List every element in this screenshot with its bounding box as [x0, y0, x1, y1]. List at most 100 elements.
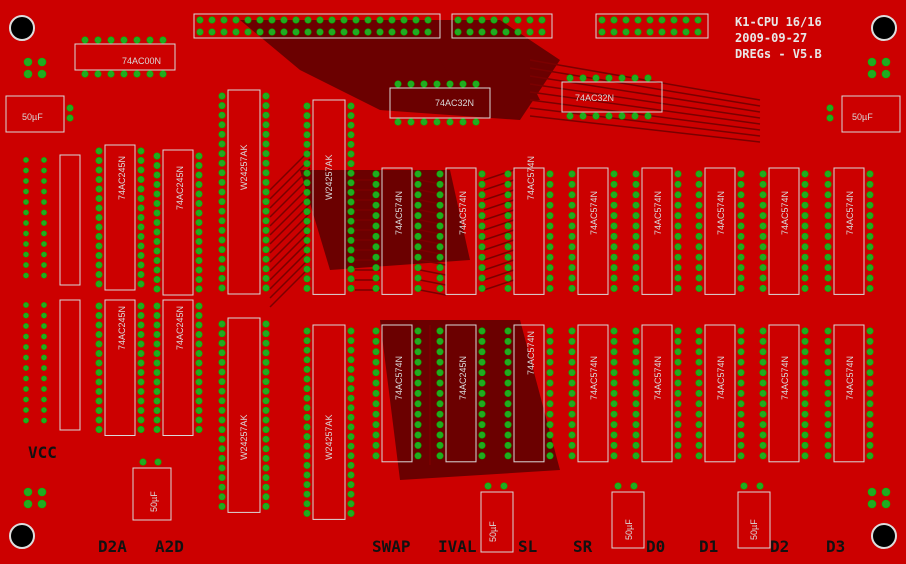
pad	[801, 274, 809, 282]
pad	[256, 28, 264, 36]
pad	[146, 36, 154, 44]
pad	[801, 284, 809, 292]
pad	[303, 208, 311, 216]
trace	[419, 269, 447, 276]
pad	[504, 431, 512, 439]
pad	[218, 130, 226, 138]
pad	[262, 140, 270, 148]
pad	[195, 406, 203, 414]
pad	[478, 389, 486, 397]
pad	[478, 28, 486, 36]
pad	[598, 16, 606, 24]
cap-label-b4: 50µF	[749, 519, 759, 540]
pad	[372, 170, 380, 178]
pad	[303, 160, 311, 168]
pad	[316, 16, 324, 24]
pad	[347, 481, 355, 489]
pad	[568, 452, 576, 460]
pad	[866, 337, 874, 345]
pad	[41, 251, 47, 258]
pad	[824, 191, 832, 199]
pad	[737, 191, 745, 199]
pad	[218, 150, 226, 158]
pad	[824, 348, 832, 356]
pad	[262, 406, 270, 414]
pad	[759, 180, 767, 188]
pad	[137, 321, 145, 329]
pad	[41, 312, 47, 319]
pad	[120, 70, 128, 78]
component-outline	[513, 167, 545, 295]
pad	[695, 410, 703, 418]
pad	[737, 253, 745, 261]
pad	[262, 474, 270, 482]
pad	[737, 264, 745, 272]
pad	[218, 265, 226, 273]
pad	[414, 243, 422, 251]
pad	[546, 400, 554, 408]
trace	[269, 176, 311, 218]
pad	[436, 400, 444, 408]
pad	[414, 421, 422, 429]
pad	[490, 28, 498, 36]
pad	[759, 212, 767, 220]
pad	[154, 458, 162, 466]
pad	[95, 425, 103, 433]
pad	[218, 246, 226, 254]
pad	[107, 36, 115, 44]
pad	[632, 369, 640, 377]
pad	[23, 188, 29, 195]
pad	[218, 464, 226, 472]
pad	[262, 387, 270, 395]
pad	[674, 253, 682, 261]
chip-label-74ac00n: 74AC00N	[122, 56, 161, 66]
pad	[372, 379, 380, 387]
pad	[737, 358, 745, 366]
pad	[262, 330, 270, 338]
pad	[218, 387, 226, 395]
pad	[95, 302, 103, 310]
pad	[801, 379, 809, 387]
pad	[737, 400, 745, 408]
pad	[630, 482, 638, 490]
pad	[695, 170, 703, 178]
pad	[737, 201, 745, 209]
pad	[801, 253, 809, 261]
pad	[153, 406, 161, 414]
pad	[824, 400, 832, 408]
pad	[610, 191, 618, 199]
pad	[195, 397, 203, 405]
pad	[632, 170, 640, 178]
pad	[196, 28, 204, 36]
pad	[37, 57, 47, 67]
pad	[41, 344, 47, 350]
component-outline	[641, 167, 673, 295]
component-outline	[595, 13, 709, 39]
silkscreen	[5, 13, 901, 553]
pad	[824, 421, 832, 429]
pad	[674, 400, 682, 408]
trace	[529, 67, 761, 107]
pad	[372, 284, 380, 292]
pad	[459, 80, 467, 88]
component-outline	[445, 324, 477, 463]
pad	[262, 339, 270, 347]
chip-label-257-1: W24257AK	[239, 144, 249, 190]
pad	[262, 111, 270, 119]
pad	[546, 253, 554, 261]
component-outline	[561, 81, 663, 113]
chip-label-574-7: 74AC574N	[653, 191, 663, 235]
pad	[218, 92, 226, 100]
pad	[631, 112, 639, 120]
pad	[610, 348, 618, 356]
pad	[23, 69, 33, 79]
pad	[674, 170, 682, 178]
pad	[414, 264, 422, 272]
pad	[801, 389, 809, 397]
pad	[303, 375, 311, 383]
pad	[504, 201, 512, 209]
pad	[153, 330, 161, 338]
pad	[610, 243, 618, 251]
pad	[303, 275, 311, 283]
